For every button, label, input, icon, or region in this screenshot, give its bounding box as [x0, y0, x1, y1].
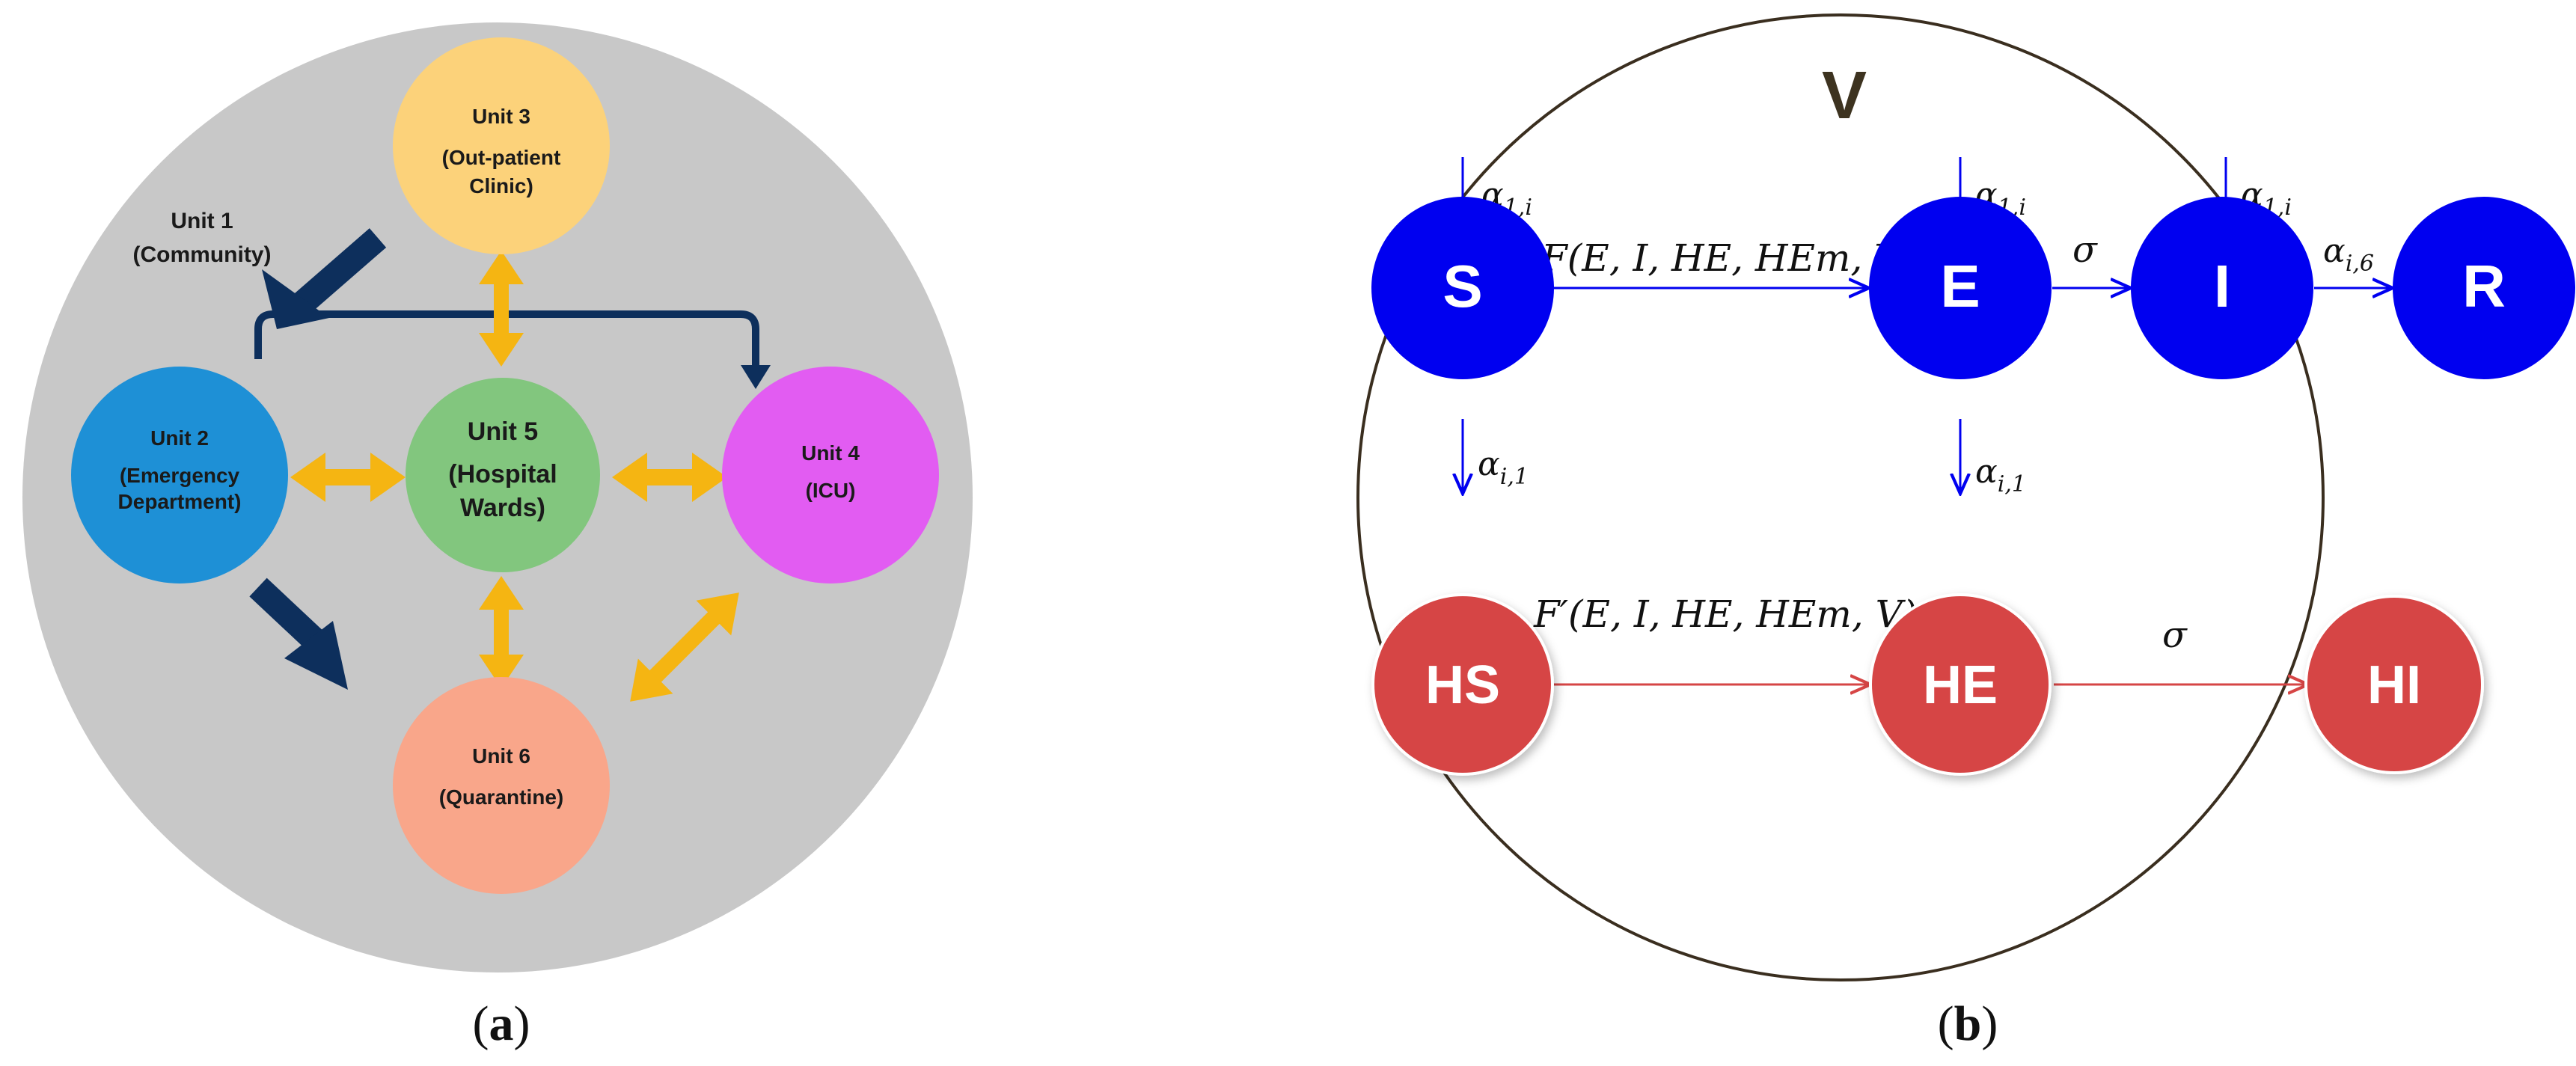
- unit4-title: Unit 4: [801, 441, 860, 465]
- sigma-label-hehi: σ: [2162, 614, 2188, 656]
- panel-b-label: (b): [1938, 996, 1998, 1051]
- unit3-line3: Clinic): [469, 174, 533, 197]
- unit1-subtitle: (Community): [133, 242, 272, 267]
- dark-arrow-ed-to-icu-head: [741, 365, 771, 389]
- unit5-line2: (Hospital: [448, 460, 557, 488]
- unit5-title: Unit 5: [468, 417, 538, 446]
- unit4-line2: (ICU): [806, 479, 856, 502]
- svg-text:HE: HE: [1923, 655, 1998, 715]
- node-s: S: [1371, 197, 1554, 379]
- unit5-line3: Wards): [460, 494, 545, 522]
- v-compartment-circle: [1356, 13, 2325, 981]
- svg-text:αi,1: αi,1: [1478, 445, 1529, 490]
- svg-text:R: R: [2462, 253, 2506, 319]
- node-r: R: [2393, 197, 2575, 379]
- panel-a: Unit 1 (Community): [22, 22, 973, 1051]
- arrow-ed-wards: [290, 453, 406, 502]
- arrow-clinic-wards: [479, 251, 524, 367]
- v-label: V: [1822, 58, 1867, 133]
- arrow-quarantine-icu: [630, 592, 739, 702]
- unit6-title: Unit 6: [472, 744, 530, 768]
- unit4-node: Unit 4 (ICU): [722, 367, 939, 583]
- unit6-line2: (Quarantine): [439, 785, 563, 809]
- node-i: I: [2131, 197, 2313, 379]
- unit6-node: Unit 6 (Quarantine): [393, 677, 610, 894]
- force-of-infection-label: F(E, I, HE, HEm, V): [1541, 236, 1916, 280]
- node-e: E: [1869, 197, 2052, 379]
- outflow-arrow-s: αi,1: [1463, 419, 1529, 494]
- unit3-node: Unit 3 (Out-patient Clinic): [393, 37, 610, 254]
- svg-text:αi,1: αi,1: [1975, 453, 2026, 497]
- svg-text:E: E: [1940, 253, 1980, 319]
- arrow-wards-icu: [612, 453, 727, 502]
- node-hi: HI: [2304, 595, 2484, 774]
- unit2-title: Unit 2: [150, 426, 209, 450]
- unit2-line3: Department): [118, 490, 242, 513]
- arrow-wards-quarantine: [479, 576, 524, 688]
- dark-arrow-ed-to-quarantine: [249, 578, 348, 690]
- recovery-rate-label: αi,6: [2323, 232, 2374, 277]
- unit3-line2: (Out-patient: [442, 146, 561, 169]
- panel-a-label: (a): [473, 996, 530, 1051]
- force-of-infection-prime-label: F′(E, I, HE, HEm, V): [1533, 592, 1917, 636]
- svg-text:S: S: [1443, 253, 1482, 319]
- node-he: HE: [1869, 593, 2052, 776]
- node-hs: HS: [1371, 593, 1554, 776]
- svg-text:HS: HS: [1425, 655, 1500, 715]
- unit2-line2: (Emergency: [120, 464, 240, 487]
- sigma-label-ei: σ: [2072, 229, 2098, 271]
- panel-b: V α1,i α1,i α1,i αi,1 αi,1 F(E, I, HE, H…: [1356, 13, 2575, 1051]
- unit5-node: Unit 5 (Hospital Wards): [406, 378, 600, 572]
- svg-text:HI: HI: [2367, 655, 2421, 715]
- svg-text:I: I: [2214, 253, 2230, 319]
- unit2-node: Unit 2 (Emergency Department): [71, 367, 288, 583]
- unit1-title: Unit 1: [171, 209, 233, 233]
- unit3-title: Unit 3: [472, 105, 530, 128]
- outflow-arrow-e: αi,1: [1960, 419, 2026, 497]
